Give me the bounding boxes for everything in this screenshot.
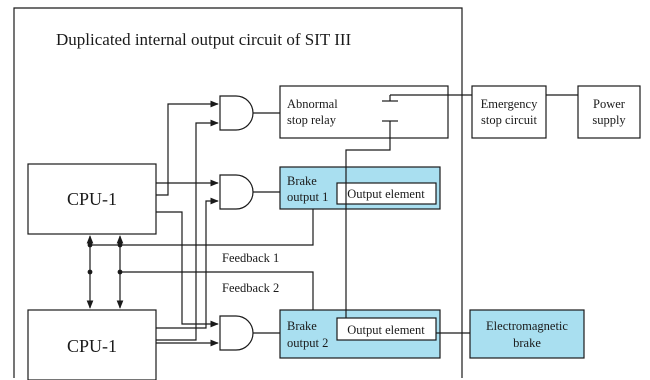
cpu-top-box (27, 163, 157, 235)
power-supply-box (577, 85, 641, 139)
cpu-bottom-to-brake1-gate (156, 197, 219, 329)
electromagnetic-brake-label-1: Electromagnetic (486, 319, 568, 333)
cpu-top-label: CPU-1 (67, 189, 117, 209)
power-supply-label-1: Power (593, 97, 626, 111)
cpu-top-to-relay-gate (156, 100, 219, 196)
and-gate-relay (219, 95, 254, 131)
output-element-1-box (336, 182, 437, 205)
power-supply-label-2: supply (592, 113, 626, 127)
and-gate-brake-1 (219, 174, 254, 210)
feedback-2-label: Feedback 2 (222, 281, 279, 295)
output-element-2-label: Output element (347, 323, 425, 337)
feedback-1-wire (90, 209, 314, 246)
brake-output-2-label-1: Brake (287, 319, 317, 333)
feedback-1-label: Feedback 1 (222, 251, 279, 265)
abnormal-stop-relay-box (279, 85, 449, 139)
sit-frame (13, 7, 463, 378)
cpu-bottom-to-relay-gate (156, 119, 219, 341)
emergency-stop-label-2: stop circuit (481, 113, 537, 127)
feedback-1-junction (87, 242, 93, 248)
emergency-stop-box (471, 85, 547, 139)
and-gate-brake-2 (219, 315, 254, 351)
brake-output-1-label-2: output 1 (287, 190, 328, 204)
feedback-1-junction-2 (117, 242, 123, 248)
feedback-2-wire (120, 271, 314, 310)
feedback-2-junction-2 (87, 269, 93, 275)
abnormal-relay-label-1: Abnormal (287, 97, 338, 111)
diagram-title: Duplicated internal output circuit of SI… (56, 30, 352, 49)
cpu-bottom-box (27, 309, 157, 380)
feedback-2-junction (117, 269, 123, 275)
output-element-2-box (336, 317, 437, 341)
brake-output-2-label-2: output 2 (287, 336, 328, 350)
electromagnetic-brake-label-2: brake (513, 336, 541, 350)
relay-to-output-elements-wire (345, 127, 391, 318)
cpu-top-to-brake2-gate (156, 211, 219, 328)
output-element-1-label: Output element (347, 187, 425, 201)
brake-output-1-label-1: Brake (287, 174, 317, 188)
abnormal-relay-label-2: stop relay (287, 113, 337, 127)
electromagnetic-brake-box (469, 309, 585, 359)
emergency-stop-label-1: Emergency (481, 97, 538, 111)
cpu-bottom-label: CPU-1 (67, 336, 117, 356)
